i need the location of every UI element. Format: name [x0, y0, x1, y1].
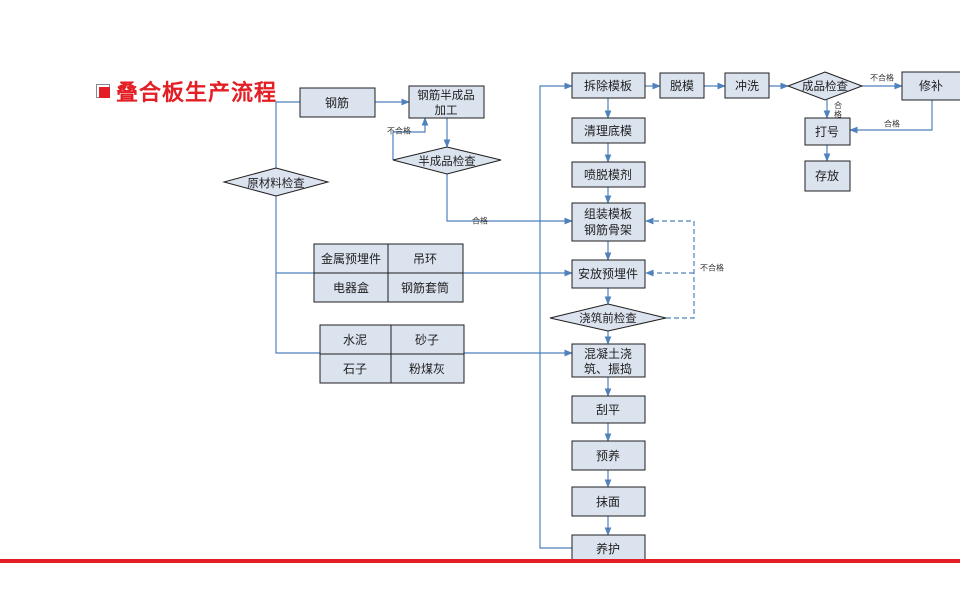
title-bullet-icon — [96, 84, 110, 98]
node-precure-box — [571, 440, 646, 471]
edge-label-final-unqualified: 不合格 — [870, 73, 894, 83]
edge-check-qualified — [446, 174, 573, 225]
node-trowel-box — [571, 486, 646, 517]
label-steel: 钢筋 — [325, 95, 349, 110]
node-assemble-box — [571, 202, 646, 242]
edge-steel-to-raw — [275, 101, 573, 357]
edge-label-final-qualified: 合格 — [834, 100, 842, 119]
connectors — [275, 82, 933, 549]
node-mark-box — [804, 117, 851, 146]
label-cure: 养护 — [596, 541, 620, 556]
label-trowel: 抹面 — [596, 495, 620, 509]
node-spray-box — [571, 161, 646, 188]
node-release-box — [659, 72, 705, 99]
label-final-check: 成品检查 — [802, 79, 848, 93]
node-wash-box — [724, 72, 770, 99]
node-demold-box — [571, 72, 646, 99]
bottom-accent-bar — [0, 559, 960, 563]
label-wash: 冲洗 — [735, 78, 759, 93]
page-title: 叠合板生产流程 — [116, 81, 278, 106]
label-steel-semi: 钢筋半成品加工 — [417, 88, 475, 117]
edge-pour-check-unqualified — [645, 217, 695, 319]
label-precure: 预养 — [596, 448, 620, 463]
label-store: 存放 — [815, 168, 839, 183]
node-place-embed-box — [571, 259, 646, 289]
edge-label-semi-unqualified: 不合格 — [387, 126, 411, 136]
label-spray: 喷脱模剂 — [584, 167, 632, 182]
label-scrape: 刮平 — [596, 403, 620, 417]
node-ash-box — [390, 353, 465, 384]
node-raw-check-diamond — [222, 167, 330, 197]
node-cure-box — [571, 534, 646, 563]
label-embed-metal: 金属预埋件 — [321, 251, 381, 266]
label-assemble: 组装模板钢筋骨架 — [584, 207, 632, 237]
node-cement-box — [319, 324, 392, 355]
label-place-embed: 安放预埋件 — [578, 266, 638, 281]
label-stone: 石子 — [343, 362, 367, 376]
node-semi-check-diamond — [392, 146, 502, 175]
node-scrape-box — [571, 395, 646, 424]
label-embed-box: 电器盒 — [333, 280, 369, 295]
node-steel-semi-box — [408, 85, 485, 119]
edge-check-unqualified — [392, 117, 429, 160]
label-repair: 修补 — [919, 78, 943, 93]
node-store-box — [804, 160, 851, 192]
node-pour-check-diamond — [549, 303, 667, 332]
node-steel-box — [299, 87, 376, 118]
edge-label-semi-qualified: 合格 — [472, 216, 488, 226]
label-pour-check: 浇筑前检查 — [579, 311, 637, 325]
node-clean-box — [571, 117, 646, 144]
label-concrete: 混凝土浇筑、振捣 — [584, 346, 632, 376]
label-release: 脱模 — [670, 78, 694, 93]
node-final-check-diamond — [786, 71, 864, 101]
edge-cure-to-demold — [539, 82, 573, 549]
label-mark: 打号 — [815, 125, 839, 139]
node-embed-sleeve-box — [387, 272, 464, 303]
edge-label-repair-qualified: 合格 — [884, 119, 900, 129]
node-concrete-box — [571, 343, 646, 378]
label-embed-sleeve: 钢筋套筒 — [401, 280, 449, 295]
title-block: 叠合板生产流程 — [96, 76, 277, 106]
node-embed-ring-box — [387, 243, 464, 274]
node-embed-metal-box — [313, 243, 389, 274]
edge-repair-to-mark — [849, 100, 933, 134]
label-ash: 粉煤灰 — [409, 362, 445, 376]
label-demold: 拆除模板 — [584, 78, 632, 93]
label-sand: 砂子 — [415, 333, 439, 347]
node-stone-box — [319, 353, 392, 384]
node-repair-box — [901, 71, 960, 101]
edge-label-pour-unqualified: 不合格 — [700, 263, 724, 273]
label-raw-check: 原材料检查 — [247, 176, 305, 190]
label-clean: 清理底模 — [584, 123, 632, 138]
label-cement: 水泥 — [343, 333, 367, 347]
label-embed-ring: 吊环 — [413, 252, 437, 266]
label-semi-check: 半成品检查 — [418, 154, 476, 168]
